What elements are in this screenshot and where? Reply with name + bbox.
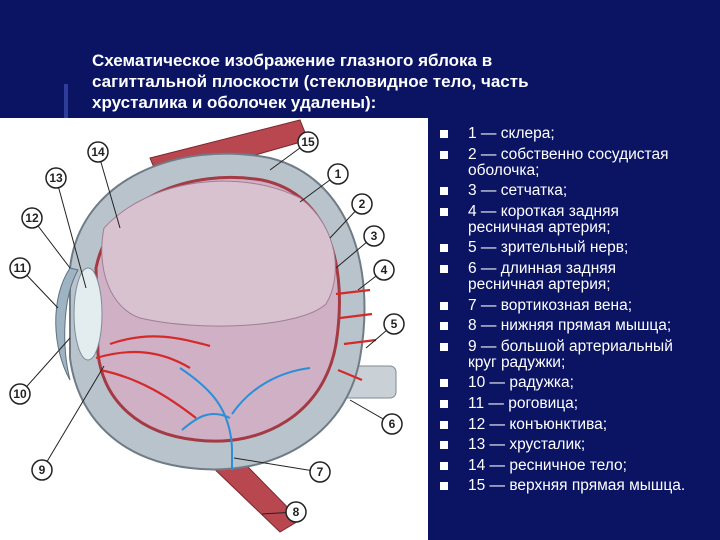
- bullet-icon: [440, 302, 448, 310]
- slide-title: Схематическое изображение глазного яблок…: [92, 50, 612, 113]
- lens: [74, 268, 102, 360]
- legend-item-text: ресничная артерия;: [468, 276, 611, 293]
- legend-item: 10 — радужка;: [436, 375, 720, 391]
- legend-item: 8 — нижняя прямая мышца;: [436, 318, 720, 334]
- legend-item-text: ресничная артерия;: [468, 219, 611, 236]
- legend-item-text: 1 — склера;: [468, 125, 555, 142]
- bullet-icon: [440, 482, 448, 490]
- legend-item-text: 15 — верхняя прямая мышца.: [468, 477, 685, 494]
- svg-text:8: 8: [293, 505, 300, 519]
- legend-item-text: 4 — короткая задняя: [468, 203, 619, 220]
- bullet-icon: [440, 322, 448, 330]
- legend-item-text: 7 — вортикозная вена;: [468, 297, 632, 314]
- legend-item-text: 5 — зрительный нерв;: [468, 239, 628, 256]
- vitreous-section: [102, 181, 336, 326]
- legend-item: 5 — зрительный нерв;: [436, 240, 720, 256]
- callout-11: 11: [10, 258, 58, 308]
- bullet-icon: [440, 208, 448, 216]
- bullet-icon: [440, 343, 448, 351]
- legend-item-text: 2 — собственно сосудистая: [468, 146, 668, 163]
- svg-text:1: 1: [335, 167, 342, 181]
- legend-item: 15 — верхняя прямая мышца.: [436, 478, 720, 494]
- svg-text:11: 11: [14, 261, 27, 275]
- legend-item-text: 6 — длинная задняя: [468, 260, 616, 277]
- legend-item-text: 9 — большой артериальный: [468, 338, 673, 355]
- svg-text:13: 13: [49, 171, 63, 185]
- legend-item: 1 — склера;: [436, 126, 720, 142]
- bullet-icon: [440, 421, 448, 429]
- legend-item-text: 10 — радужка;: [468, 374, 574, 391]
- bullet-icon: [440, 151, 448, 159]
- svg-text:5: 5: [391, 317, 398, 331]
- bullet-icon: [440, 244, 448, 252]
- svg-text:3: 3: [371, 229, 378, 243]
- callout-4: 4: [358, 260, 394, 290]
- legend-item: 13 — хрусталик;: [436, 437, 720, 453]
- callout-6: 6: [350, 400, 402, 434]
- legend-item: 14 — ресничное тело;: [436, 458, 720, 474]
- svg-text:7: 7: [317, 465, 324, 479]
- bullet-icon: [440, 379, 448, 387]
- legend-item-text: 12 — конъюнктива;: [468, 416, 607, 433]
- legend-item: 12 — конъюнктива;: [436, 417, 720, 433]
- bullet-icon: [440, 265, 448, 273]
- legend-item-text: оболочка;: [468, 162, 539, 179]
- title-line: сагиттальной плоскости (стекловидное тел…: [92, 72, 529, 91]
- svg-text:10: 10: [13, 387, 27, 401]
- svg-text:9: 9: [39, 463, 46, 477]
- svg-text:14: 14: [91, 145, 105, 159]
- bullet-icon: [440, 187, 448, 195]
- bullet-icon: [440, 400, 448, 408]
- bullet-icon: [440, 462, 448, 470]
- legend-item: 7 — вортикозная вена;: [436, 298, 720, 314]
- bullet-icon: [440, 130, 448, 138]
- eyeball-illustration: 15 14 13 12 11 10 9 1 2 3 4 5 6 7 8: [0, 118, 428, 540]
- legend-item-text: 3 — сетчатка;: [468, 182, 567, 199]
- svg-text:4: 4: [381, 263, 388, 277]
- title-line: Схематическое изображение глазного яблок…: [92, 51, 492, 70]
- legend-item-text: круг радужки;: [468, 354, 565, 371]
- title-line: хрусталика и оболочек удалены):: [92, 93, 376, 112]
- svg-text:12: 12: [25, 211, 39, 225]
- callout-12: 12: [22, 208, 70, 268]
- legend-item-text: 8 — нижняя прямая мышца;: [468, 317, 671, 334]
- callout-5: 5: [366, 314, 404, 348]
- svg-text:15: 15: [301, 135, 315, 149]
- legend-item: 3 — сетчатка;: [436, 183, 720, 199]
- bullet-icon: [440, 441, 448, 449]
- legend-item-text: 11 — роговица;: [468, 395, 578, 412]
- svg-text:6: 6: [389, 417, 396, 431]
- legend-item-text: 13 — хрусталик;: [468, 436, 585, 453]
- callout-10: 10: [10, 338, 70, 404]
- legend-item: 11 — роговица;: [436, 396, 720, 412]
- eyeball-diagram: 15 14 13 12 11 10 9 1 2 3 4 5 6 7 8: [0, 118, 428, 540]
- legend-item-text: 14 — ресничное тело;: [468, 457, 627, 474]
- svg-text:2: 2: [359, 197, 366, 211]
